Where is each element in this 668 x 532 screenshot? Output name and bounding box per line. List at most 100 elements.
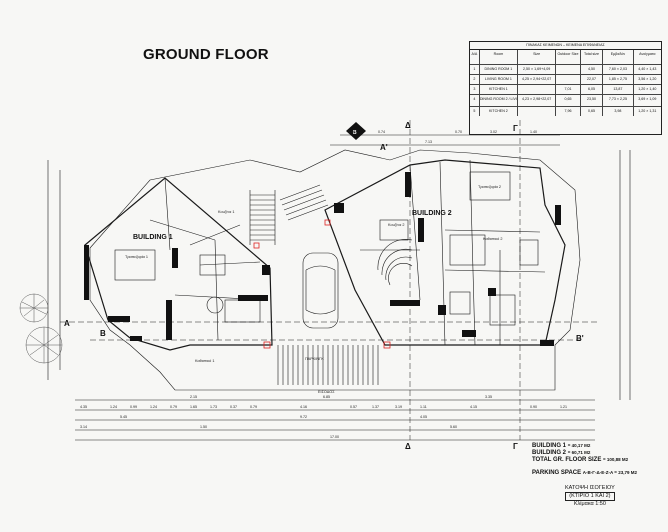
room-label: ΠΑΡΚΙΝΓΚ — [305, 357, 324, 361]
area-table-title: ΠΙΝΑΚΑΣ ΚΕΙΜΕΝΩΝ – ΚΕΙΜΕΝΑ ΕΠΙΦΑΝΕΙΑΣ — [470, 42, 661, 50]
header-cell: A/A — [470, 50, 480, 64]
table-cell — [556, 75, 581, 84]
section-mark-gamma-bottom: Γ — [513, 442, 518, 451]
section-mark-delta-top: Δ — [405, 121, 411, 130]
header-cell: Room — [480, 50, 519, 64]
dim-label: 1.40 — [530, 130, 537, 134]
area-table: ΠΙΝΑΚΑΣ ΚΕΙΜΕΝΩΝ – ΚΕΙΜΕΝΑ ΕΠΙΦΑΝΕΙΑΣ A/… — [469, 41, 662, 135]
table-cell: 3,69 × 1,09 — [638, 97, 657, 101]
table-cell: 7,60 × 2,03 — [603, 65, 634, 74]
site-outline — [89, 149, 581, 391]
dim-label: 0.37 — [230, 405, 237, 409]
tree-icons — [19, 293, 63, 364]
table-row: 4 DINING ROOM 2 / LIVING ROOM 2 4,23 × 2… — [470, 95, 661, 107]
parking-space: PARKING SPACE A-B-Γ-Δ-E-Z-A = 23,79 M2 — [532, 470, 637, 476]
header-cell: Outdoor Size — [556, 50, 581, 64]
room-label: Κουζίνα 1 — [218, 210, 234, 214]
dim-label: 1.24 — [110, 405, 117, 409]
total-building-2: BUILDING 2 = 60,71 M2 — [532, 450, 590, 456]
total-building-1-value: = 40,17 M2 — [567, 443, 591, 448]
table-cell: 0,65 — [581, 107, 604, 116]
parking-space-value: A-B-Γ-Δ-E-Z-A = 23,79 M2 — [582, 470, 637, 475]
total-floor-size-label: TOTAL GR. FLOOR SIZE — [532, 457, 602, 463]
room-label: Τραπεζαρία 2 — [478, 185, 501, 189]
total-floor-size-value: = 100,88 M2 — [603, 457, 629, 462]
dim-label: 7.13 — [425, 140, 432, 144]
north-arrow-label: B — [353, 130, 357, 136]
table-cell: DINING ROOM 1 — [480, 65, 519, 74]
dim-label: 3.02 — [490, 130, 497, 134]
dim-label: 4.35 — [80, 405, 87, 409]
total-building-1-label: BUILDING 1 — [532, 443, 567, 449]
legend-line-2: (ΚΤΙΡΙΟ 1 ΚΑΙ 2) — [565, 492, 615, 501]
furniture — [114, 171, 539, 326]
table-cell: 1,85 × 2,75 — [603, 75, 634, 84]
dim-label: 1.50 — [200, 425, 207, 429]
red-markers — [253, 219, 391, 349]
stair-building-1 — [249, 190, 276, 245]
drawing-legend: ΚΑΤΟΨΗ ΙΣΟΓΕΙΟΥ (ΚΤΙΡΙΟ 1 ΚΑΙ 2) Κλίμακα… — [565, 485, 615, 508]
table-cell: 4,40 × 1,43 — [638, 67, 657, 71]
section-mark-gamma-top: Γ — [513, 124, 518, 133]
room-label: Κουζίνα 2 — [388, 223, 404, 227]
table-cell: 0,65 — [556, 95, 581, 106]
table-cell: 1 — [470, 65, 480, 74]
table-cell: 5 — [470, 107, 480, 116]
dim-label: 1.11 — [420, 405, 427, 409]
building-1-label: BUILDING 1 — [133, 234, 173, 241]
table-row: 3 KITCHEN 1 7,01 6,05 13,87 1,20 × 1,40 — [470, 85, 661, 95]
header-cell: Size — [518, 50, 557, 64]
table-cell: KITCHEN 2 — [480, 107, 519, 116]
table-row: 5 KITCHEN 2 7,96 0,65 3,98 1,20 × 1,31 — [470, 107, 661, 116]
parking-space-label: PARKING SPACE — [532, 470, 582, 476]
dim-label: 1.24 — [150, 405, 157, 409]
building-2-label: BUILDING 2 — [412, 210, 452, 217]
dim-label: 4.05 — [420, 415, 427, 419]
table-cell: 7,01 — [556, 85, 581, 94]
dim-label: 4.15 — [470, 405, 477, 409]
section-mark-a-left: A — [64, 319, 70, 328]
dim-label: 1.65 — [190, 405, 197, 409]
room-label: Τραπεζαρία 1 — [125, 255, 148, 259]
dim-label: 3.19 — [395, 405, 402, 409]
building-2-outline — [324, 159, 566, 346]
room-labels: Κουζίνα 1 Τραπεζαρία 1 Τραπεζαρία 2 Κουζ… — [125, 185, 502, 394]
total-building-1: BUILDING 1 = 40,17 M2 — [532, 443, 590, 449]
table-cell: 7,73 × 2,25 — [603, 95, 634, 106]
dim-label: 3.14 — [80, 425, 87, 429]
parked-car — [302, 252, 339, 329]
total-building-2-value: = 60,71 M2 — [567, 450, 591, 455]
table-cell: 4,23 × 2,98+22,07 — [518, 95, 557, 106]
area-table-header: A/A Room Size Outdoor Size Total size Εμ… — [470, 50, 661, 65]
entrance-paving — [277, 345, 379, 385]
total-building-2-label: BUILDING 2 — [532, 450, 567, 456]
section-mark-a-prime: A' — [380, 143, 388, 152]
header-cell: Total size — [581, 50, 604, 64]
section-mark-delta-bottom: Δ — [405, 442, 411, 451]
dimension-labels: 2.15 6.85 3.35 4.35 1.24 0.99 1.24 0.79 … — [80, 130, 567, 439]
dimension-lines — [47, 134, 631, 441]
room-label: Καθιστικό 2 — [483, 237, 502, 241]
table-cell: KITCHEN 1 — [480, 85, 519, 94]
dim-label: 1.21 — [560, 405, 567, 409]
dim-label: 1.37 — [372, 405, 379, 409]
dim-label: 0.57 — [350, 405, 357, 409]
table-cell: 4,50 — [581, 65, 604, 74]
table-cell — [518, 107, 557, 116]
section-markers: A B B' Δ Γ A' Δ Γ — [64, 121, 584, 451]
legend-line-1: ΚΑΤΟΨΗ ΙΣΟΓΕΙΟΥ — [565, 485, 615, 491]
dim-label: 0.70 — [455, 130, 462, 134]
dim-label: 1.73 — [210, 405, 217, 409]
table-row: 1 DINING ROOM 1 2,50 × 1,69+4,09 4,50 7,… — [470, 65, 661, 75]
table-cell: 2,50 × 1,69+4,09 — [518, 65, 557, 74]
building-1-outline — [84, 177, 273, 351]
dim-label: 4.16 — [300, 405, 307, 409]
building-1-partitions — [149, 177, 266, 341]
structural-columns — [84, 172, 561, 346]
table-cell: 7,96 — [556, 107, 581, 116]
dim-label: 0.79 — [170, 405, 177, 409]
table-cell: 3,98 — [603, 107, 634, 116]
table-cell: 22,07 — [581, 75, 604, 84]
